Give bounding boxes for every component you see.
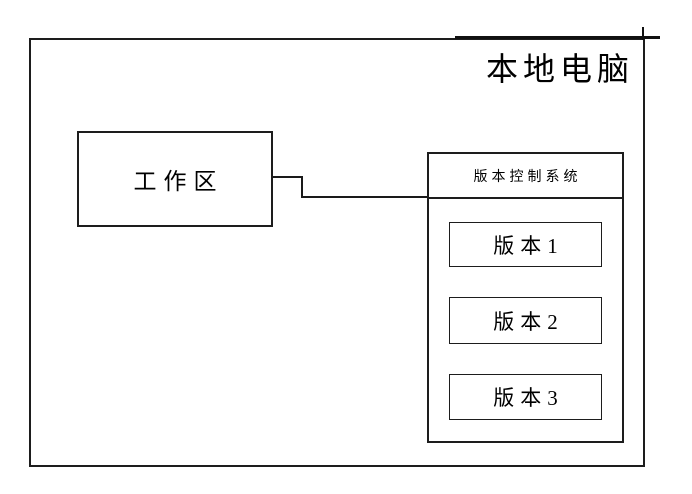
workspace-box: 工作区 [77,131,273,227]
local-computer-box [29,38,645,467]
version-box-2: 版本2 [449,297,602,344]
connector-segment-vertical [301,176,303,198]
version-box-1: 版本1 [449,222,602,267]
version-3-label: 版本3 [493,386,564,410]
workspace-label: 工作区 [133,169,224,194]
version-box-3: 版本3 [449,374,602,420]
version-1-label: 版本1 [493,233,564,258]
vcs-title-label: 版本控制系统 [473,169,582,185]
vcs-box: 版本控制系统 版本1 版本2 版本3 [427,152,624,443]
right-edge-overshoot-line [642,27,644,40]
top-edge-overshoot-line [455,36,660,39]
connector-segment-horizontal-1 [273,176,303,178]
version-2-label: 版本2 [493,309,564,334]
connector-segment-horizontal-2 [301,196,429,198]
local-computer-label: 本地电脑 [485,51,634,87]
vcs-title-row: 版本控制系统 [429,154,622,199]
